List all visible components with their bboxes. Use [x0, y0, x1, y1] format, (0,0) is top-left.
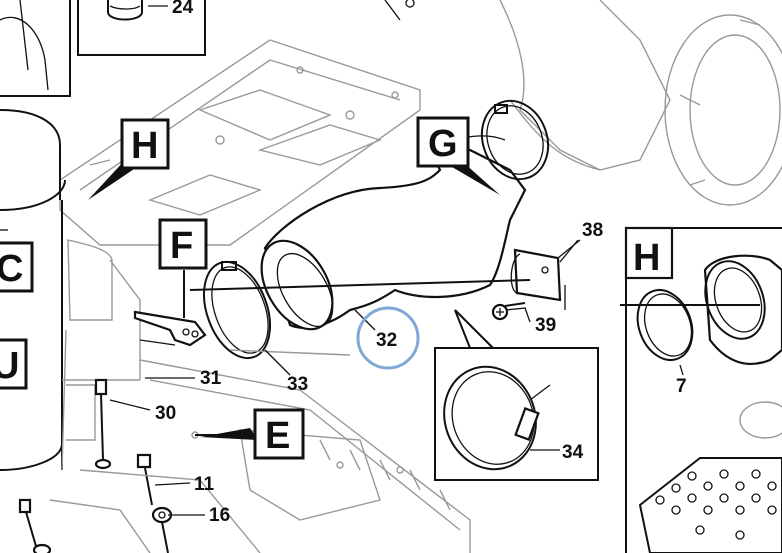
- callout-24: 24: [148, 0, 194, 18]
- frame-plate: [59, 39, 421, 246]
- inset-34: [434, 309, 599, 481]
- svg-text:G: G: [428, 123, 458, 165]
- bolt-bottom-left: [18, 498, 52, 553]
- hose-32: [260, 135, 527, 331]
- detail-box-u: U: [0, 338, 28, 390]
- svg-text:E: E: [265, 415, 290, 457]
- inset-h-right: [624, 226, 782, 553]
- bracket-f: [133, 310, 207, 347]
- part-number-30: 30: [155, 403, 176, 424]
- inset-top-left: [0, 0, 206, 97]
- svg-text:C: C: [0, 248, 23, 290]
- bolt-11: [136, 453, 153, 506]
- detail-box-e: E: [253, 408, 305, 460]
- part-number-16: 16: [209, 505, 230, 526]
- svg-text:H: H: [131, 125, 158, 167]
- air-cleaner-housing: [384, 0, 782, 206]
- part-number-39: 39: [535, 315, 556, 336]
- lower-frame-rail: [49, 349, 471, 553]
- bolt-30: [94, 378, 112, 470]
- clamp-g: [480, 99, 550, 181]
- bracket-38: [510, 239, 581, 310]
- part-number-7: 7: [676, 376, 687, 397]
- part-number-33: 33: [287, 374, 308, 395]
- part-number-34: 34: [562, 442, 584, 463]
- detail-box-c: C: [0, 241, 34, 293]
- svg-text:F: F: [170, 225, 193, 267]
- detail-box-g: G: [416, 116, 470, 168]
- svg-text:H: H: [633, 237, 660, 279]
- svg-text:U: U: [0, 345, 19, 387]
- part-number-24: 24: [172, 0, 194, 18]
- clamp-33: [203, 260, 271, 360]
- screw-39: [491, 302, 527, 321]
- part-number-11: 11: [194, 474, 215, 495]
- part-number-38: 38: [582, 220, 603, 241]
- left-cylinder: [0, 109, 141, 471]
- detail-box-f: F: [158, 218, 208, 270]
- part-number-31: 31: [200, 368, 222, 389]
- detail-box-h-inset: H: [633, 237, 660, 279]
- part-number-32: 32: [376, 330, 397, 351]
- detail-box-h-top: H: [120, 118, 170, 170]
- highlight-circle-32: [356, 306, 420, 370]
